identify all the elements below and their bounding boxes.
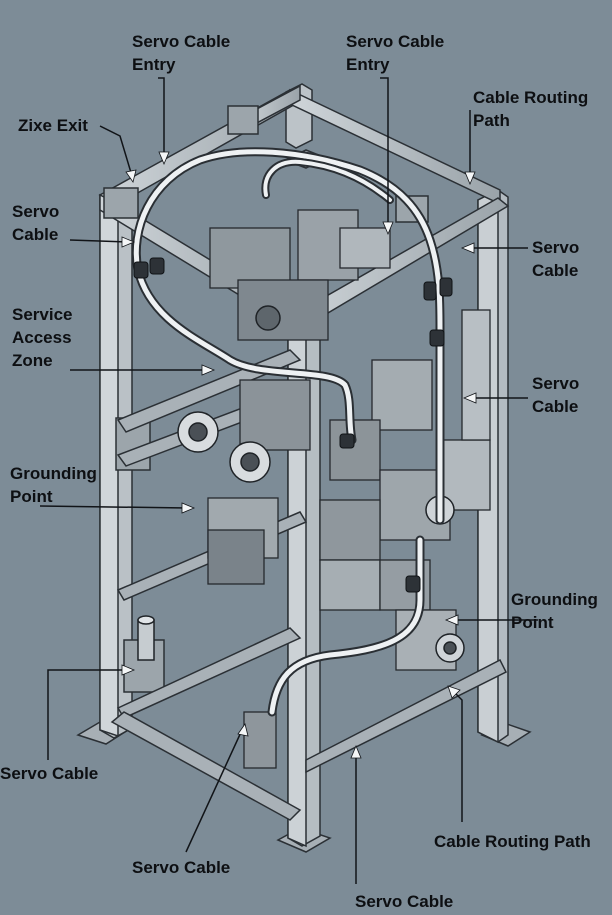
callout-service-access-zone: Service Access Zone [12, 303, 73, 372]
callout-line: Servo Cable [132, 32, 231, 51]
callout-line: Entry [346, 55, 390, 74]
callout-line: Point [511, 613, 554, 632]
cable-harness [131, 147, 445, 717]
callout-line: Cable [532, 261, 579, 280]
callout-line: Servo [532, 374, 580, 393]
cable-connectors [133, 257, 453, 593]
callout-servo-cable-entry-left: Servo Cable Entry [132, 30, 230, 76]
callout-line: Servo [532, 238, 580, 257]
callout-servo-cable-right-mid: Servo Cable [532, 372, 579, 418]
callout-servo-cable-entry-right: Servo Cable Entry [346, 30, 444, 76]
leader-lines [39, 77, 538, 884]
callout-line: Access [12, 328, 72, 347]
callout-line: Grounding [10, 464, 97, 483]
callout-line: Servo [12, 202, 60, 221]
callout-line: Cable [532, 397, 579, 416]
callout-line: Cable [12, 225, 59, 244]
corner-brackets [103, 105, 429, 693]
callout-cable-routing-path-bottom: Cable Routing Path [434, 832, 591, 851]
callout-servo-cable-bottom-center: Servo Cable [132, 858, 231, 877]
leader-arrowheads [121, 151, 477, 759]
callout-servo-cable-left-top: Servo Cable [12, 200, 59, 246]
callout-servo-cable-bottom: Servo Cable [355, 892, 454, 911]
callout-line: Entry [132, 55, 176, 74]
callout-line: Service [12, 305, 73, 324]
callout-line: Path [473, 111, 510, 130]
callout-grounding-point-right: Grounding Point [511, 588, 598, 634]
callout-line: Cable Routing [473, 88, 589, 107]
callout-line: Zone [12, 351, 53, 370]
callout-zixe-exit: Zixe Exit [18, 116, 88, 135]
servo-motors [177, 305, 465, 663]
callout-cable-routing-path-top: Cable Routing Path [473, 86, 588, 132]
callout-servo-cable-bottom-left: Servo Cable [0, 764, 99, 783]
callout-servo-cable-right-top: Servo Cable [532, 236, 579, 282]
callout-line: Grounding [511, 590, 598, 609]
callout-grounding-point-left: Grounding Point [10, 462, 97, 508]
vertical-cylinder [137, 615, 155, 661]
callout-line: Point [10, 487, 53, 506]
callout-line: Servo Cable [346, 32, 445, 51]
